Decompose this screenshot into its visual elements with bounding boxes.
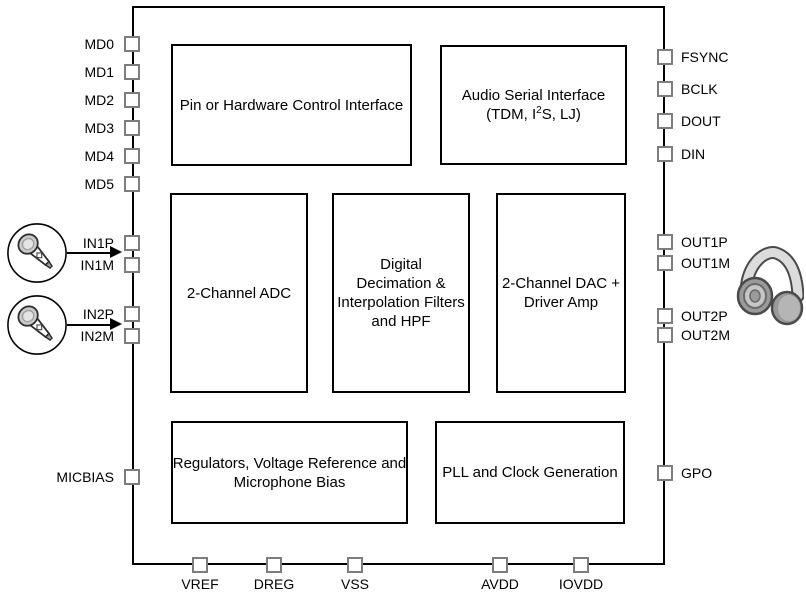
pin-label-in2m: IN2M [80,328,114,344]
block-dsp-label-line3: Interpolation Filters [337,294,465,311]
pin-label-iovdd: IOVDD [558,576,604,592]
block-pll-clock-generation: PLL and Clock Generation [435,421,625,524]
pin-label-vref: VREF [181,576,219,592]
pin-label-fsync: FSYNC [681,49,729,65]
pin-bclk [657,81,673,97]
pin-gpo [657,465,673,481]
block-dac-label-line1: 2-Channel DAC + [502,275,620,292]
pin-md1 [124,64,140,80]
block-2-channel-adc: 2-Channel ADC [170,193,308,393]
block-dsp-label-line1: Digital [380,256,422,273]
microphone-icon [7,295,67,355]
pin-out1m [657,255,673,271]
pin-label-out1p: OUT1P [681,234,728,250]
block-reg-label-line2: Microphone Bias [233,473,346,491]
block-digital-filters: Digital Decimation & Interpolation Filte… [332,193,470,393]
block-dsp-label-line4: and HPF [371,313,431,330]
pin-label-md2: MD2 [84,92,114,108]
pin-in1m [124,257,140,273]
pin-micbias [124,469,140,485]
pin-dout [657,113,673,129]
headphones-icon [736,246,804,326]
block-dac-label-line2: Driver Amp [523,294,599,311]
pin-label-md1: MD1 [84,64,114,80]
microphone-icon [7,223,67,283]
pin-md2 [124,92,140,108]
pin-label-in1p: IN1P [82,235,114,251]
block-pll-label: PLL and Clock Generation [442,464,618,481]
pin-label-in2p: IN2P [82,306,114,322]
pin-label-out1m: OUT1M [681,255,730,271]
block-reg-label-line1: Regulators, Voltage Reference and [172,454,407,472]
mic2-arrow-line [67,324,112,326]
pin-in2p [124,306,140,322]
pin-dreg [266,557,282,573]
pin-avdd [492,557,508,573]
pin-md0 [124,36,140,52]
pin-vref [192,557,208,573]
pin-label-dreg: DREG [253,576,295,592]
mic1-arrow-head [110,246,122,258]
asi-line2-pre: (TDM, I [486,106,537,123]
pin-label-vss: VSS [340,576,369,592]
block-pin-control-interface: Pin or Hardware Control Interface [171,44,412,166]
pin-out2m [657,327,673,343]
asi-line2-post: S, LJ) [541,106,581,123]
mic2-arrow-head [110,318,122,330]
pin-md4 [124,148,140,164]
block-asi-label-line2: (TDM, I2S, LJ) [486,105,581,124]
pin-label-in1m: IN1M [80,257,114,273]
pin-out1p [657,234,673,250]
pin-label-md5: MD5 [84,176,114,192]
pin-label-md4: MD4 [84,148,114,164]
pin-md3 [124,120,140,136]
block-dsp-label-line2: Decimation & [356,275,446,292]
pin-iovdd [573,557,589,573]
pin-out2p [657,308,673,324]
pin-label-gpo: GPO [681,465,713,481]
pin-label-bclk: BCLK [681,81,718,97]
block-audio-serial-interface: Audio Serial Interface (TDM, I2S, LJ) [440,45,627,165]
pin-din [657,146,673,162]
block-adc-label: 2-Channel ADC [186,284,292,302]
block-asi-label-line1: Audio Serial Interface [461,87,606,104]
pin-label-micbias: MICBIAS [56,469,114,485]
pin-in1p [124,235,140,251]
block-pin-control-label: Pin or Hardware Control Interface [179,96,404,114]
pin-vss [347,557,363,573]
pin-label-md3: MD3 [84,120,114,136]
pin-label-avdd: AVDD [481,576,519,592]
pin-in2m [124,328,140,344]
pin-md5 [124,176,140,192]
pin-fsync [657,49,673,65]
pin-label-md0: MD0 [84,36,114,52]
block-2-channel-dac: 2-Channel DAC + Driver Amp [496,193,626,393]
pin-label-din: DIN [681,146,706,162]
pin-label-dout: DOUT [681,113,721,129]
mic1-arrow-line [67,252,112,254]
block-regulators: Regulators, Voltage Reference and Microp… [171,421,408,524]
asi-line2-superscript: 2 [536,105,542,116]
pin-label-out2p: OUT2P [681,308,728,324]
pin-label-out2m: OUT2M [681,327,730,343]
